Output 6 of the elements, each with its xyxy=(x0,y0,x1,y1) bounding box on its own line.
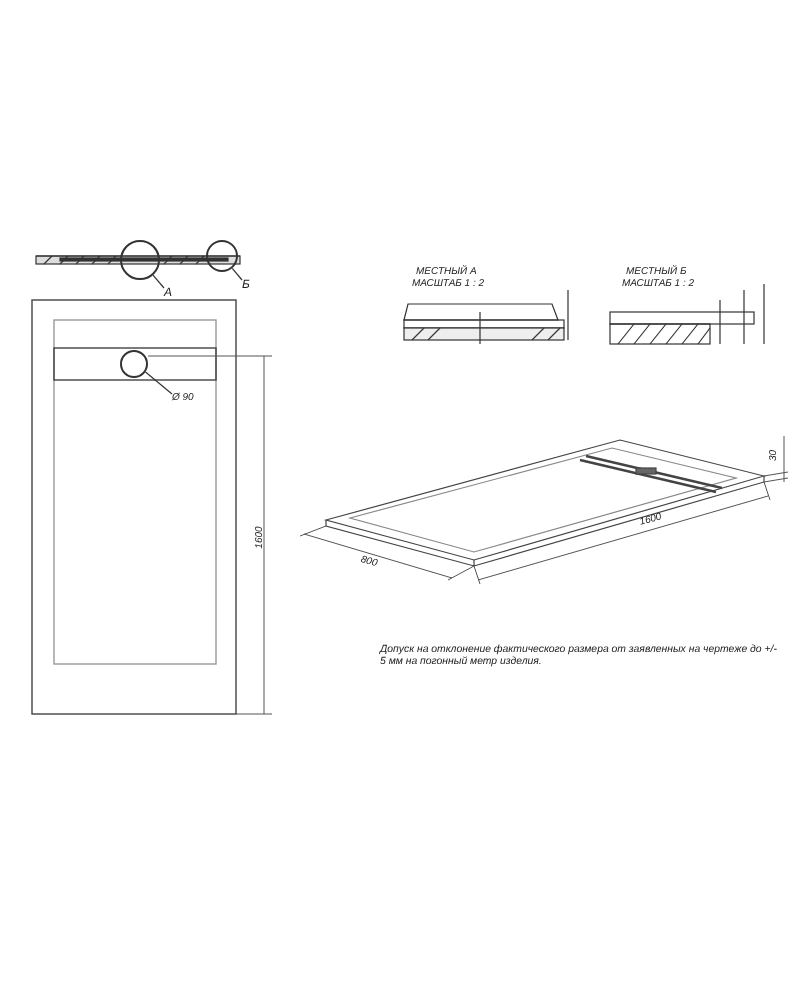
leader-line xyxy=(231,267,243,281)
leader-line xyxy=(152,274,165,289)
leader-line xyxy=(144,371,173,395)
detail-circle xyxy=(206,240,238,272)
detail-circle xyxy=(120,240,160,280)
detail-circle xyxy=(120,350,148,378)
